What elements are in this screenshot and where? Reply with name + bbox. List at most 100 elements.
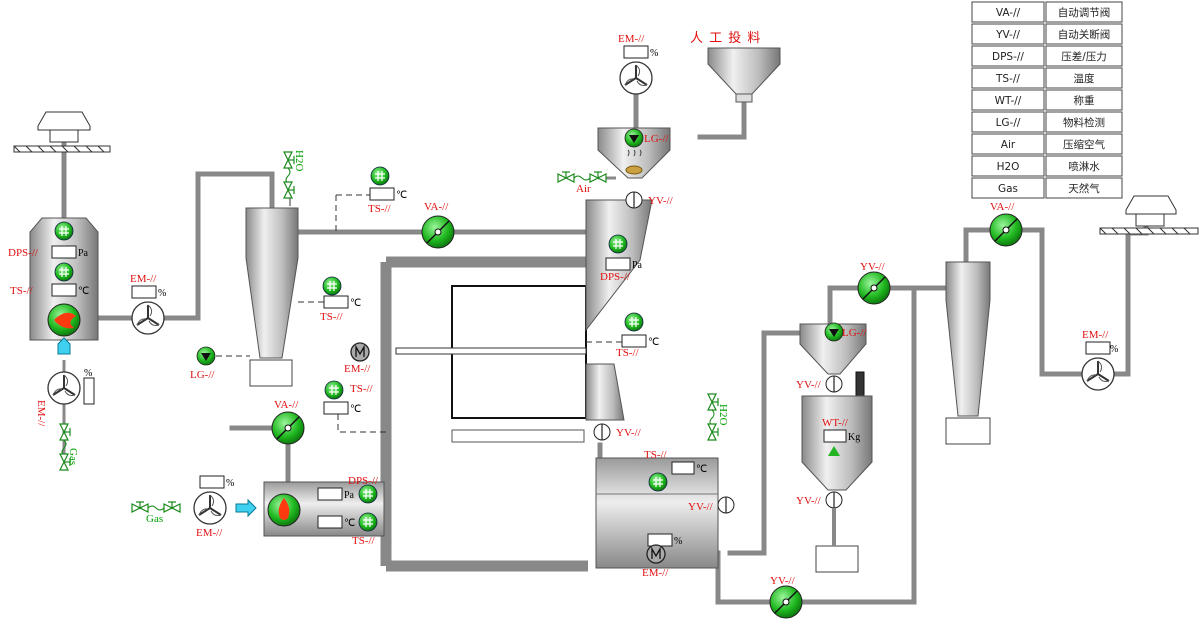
tag-em-left: EM-// [35,400,47,427]
tag-em-top: EM-// [618,33,645,45]
yv-right-valve[interactable] [857,271,891,305]
legend-cell-code [971,1,1045,23]
legend-cell-desc [1045,111,1123,133]
svg-text:%: % [84,368,92,379]
manual-feed-hopper [707,47,781,103]
svg-text:%: % [158,288,166,299]
svg-text:%: % [674,536,682,547]
right-fan[interactable] [1081,357,1115,391]
svg-text:℃: ℃ [350,404,361,415]
svg-text:℃: ℃ [396,190,407,201]
weigh-hopper-bin [799,323,867,375]
legend-cell-code [971,133,1045,155]
tag-ts-tank: TS-// [644,449,668,461]
legend-table: VA-//自动调节阀YV-//自动关断阀DPS-//压差/压力TS-//温度WT… [971,1,1123,199]
tag-yv-weigh-out: YV-// [796,495,822,507]
legend-code: LG-// [996,117,1021,129]
svg-text:Pa: Pa [344,490,355,501]
cyclone-separator-1 [245,196,299,387]
tag-em-motor: EM-// [344,363,371,375]
legend-cell-code [971,177,1045,199]
tag-wt: WT-// [822,417,849,429]
legend-code: YV-// [995,29,1020,41]
legend-cell-code [971,89,1045,111]
yv-bottom-valve[interactable] [769,585,803,619]
pipe-network [61,92,1149,605]
tag-dps-burner: DPS-// [348,475,379,487]
tag-va-main: VA-// [424,201,449,213]
tag-ts-lower: TS-// [350,383,374,395]
legend-desc: 自动关断阀 [1058,28,1111,41]
svg-text:℃: ℃ [648,337,659,348]
legend-desc: 温度 [1074,72,1096,85]
tag-dps-dryer: DPS-// [600,271,631,283]
tag-lg-feed: LG-// [644,133,669,145]
tag-ts-cyclone-top: TS-// [368,203,392,215]
legend-cell-desc [1045,177,1123,199]
legend-cell-code [971,155,1045,177]
legend-cell-desc [1045,89,1123,111]
va-left-bottom-valve[interactable] [271,411,305,445]
legend-code: TS-// [995,73,1020,85]
left-fan[interactable] [131,301,165,335]
legend-cell-desc [1045,67,1123,89]
tag-em-burner: EM-// [196,527,223,539]
legend-desc: 天然气 [1068,182,1100,195]
tag-lg-cyclone: LG-// [190,369,215,381]
tag-dps-left: DPS-// [8,247,39,259]
legend-cell-desc [1045,1,1123,23]
legend-desc: 称重 [1074,94,1095,107]
tag-yv-feed: YV-// [648,195,674,207]
legend-cell-code [971,45,1045,67]
weigh-scale [801,395,873,491]
legend-desc: 压缩空气 [1063,138,1105,151]
tag-gas-left: Gas [67,448,79,465]
tag-yv-right: YV-// [860,261,886,273]
manual-feed-label: 人 工 投 料 [690,30,761,46]
svg-text:℃: ℃ [78,286,89,297]
svg-text:%: % [1110,344,1118,355]
tag-yv-tank: YV-// [688,501,714,513]
svg-text:%: % [226,478,234,489]
legend-desc: 压差/压力 [1061,50,1107,63]
va-right-valve[interactable] [989,213,1023,247]
top-fan[interactable] [619,61,653,95]
tag-gas-burner: Gas [146,513,163,525]
tag-ts-dryer: TS-// [616,347,640,359]
svg-text:Pa: Pa [632,260,643,271]
tag-yv-dryer: YV-// [616,427,642,439]
svg-text:℃: ℃ [344,518,355,529]
svg-text:Kg: Kg [848,432,860,443]
svg-text:℃: ℃ [350,298,361,309]
tag-em-tank: EM-// [642,567,669,579]
legend-code: Gas [998,183,1018,195]
legend-cell-desc [1045,45,1123,67]
tag-va-left: VA-// [274,399,299,411]
tag-em-fan1: EM-// [130,273,157,285]
svg-text:%: % [650,48,658,59]
feed-bin [597,127,671,179]
legend-code: H2O [997,161,1020,173]
left-hot-air-furnace: Pa ℃ % [29,217,99,471]
tag-em-right: EM-// [1082,329,1109,341]
legend-cell-desc [1045,23,1123,45]
tag-yv-bottom: YV-// [770,575,796,587]
left-exhaust-stack [13,111,111,153]
burner-fan[interactable] [193,491,227,525]
tag-h2o-2: H2O [717,404,729,425]
unit-pa: Pa [78,248,89,259]
legend-code: WT-// [995,95,1022,107]
legend-cell-desc [1045,133,1123,155]
tag-h2o-1: H2O [293,150,305,171]
bottom-burner: Pa ℃ [263,481,385,537]
legend-desc: 物料检测 [1063,116,1105,129]
tag-va-right: VA-// [990,201,1015,213]
svg-text:℃: ℃ [696,464,707,475]
va-main-valve[interactable] [421,215,455,249]
tag-ts-left: TS-// [10,285,34,297]
legend-cell-code [971,23,1045,45]
right-exhaust-stack [1099,195,1199,235]
legend-code: Air [1001,139,1016,151]
legend-cell-code [971,111,1045,133]
